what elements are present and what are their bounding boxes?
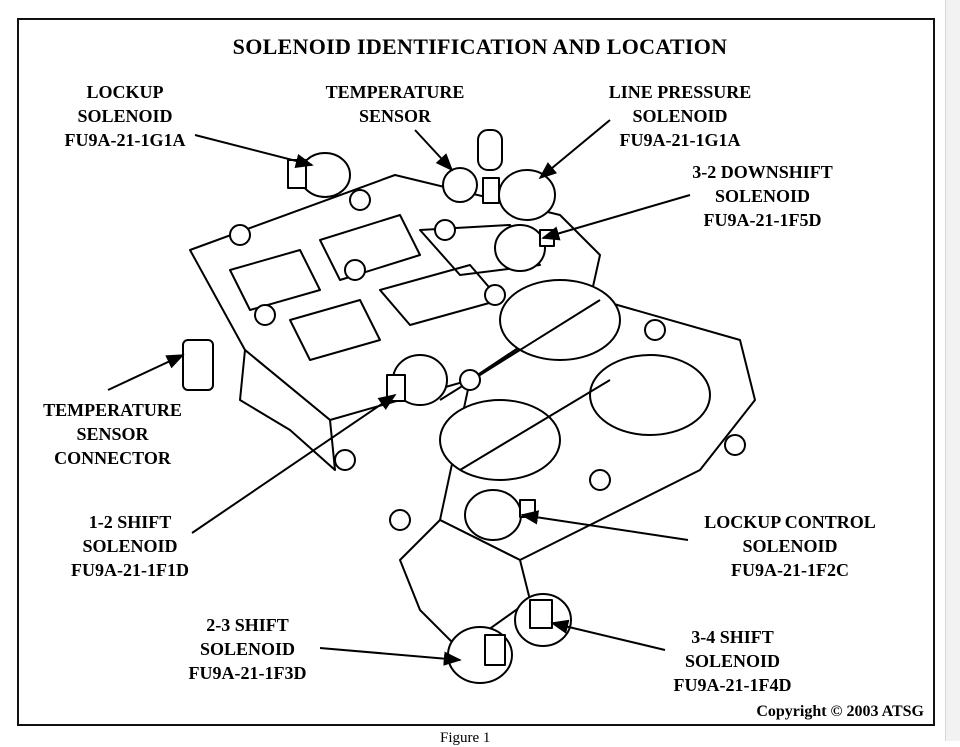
lockup-solenoid-body xyxy=(299,152,351,198)
figure-caption: Figure 1 xyxy=(440,730,491,746)
line-pressure-arrow xyxy=(538,119,611,180)
lockup-solenoid-connector xyxy=(287,159,307,189)
lockup-control-solenoid-body xyxy=(464,489,522,541)
shift-34-arrow xyxy=(550,619,666,651)
temperature-sensor-connector-body xyxy=(182,339,214,391)
temperature-sensor-body xyxy=(442,167,478,203)
downshift-32-solenoid-body xyxy=(494,224,546,272)
temperature-sensor-arrow xyxy=(414,129,454,172)
shift-12-arrow xyxy=(191,393,397,534)
copyright-notice: Copyright © 2003 ATSG xyxy=(756,703,924,720)
diagram-title: SOLENOID IDENTIFICATION AND LOCATION xyxy=(232,34,728,59)
shift-23-arrow xyxy=(319,647,462,666)
scrollbar[interactable] xyxy=(945,0,960,741)
lockup-control-arrow xyxy=(520,510,689,541)
downshift-32-arrow xyxy=(541,194,691,241)
line-pressure-solenoid-body xyxy=(498,169,556,221)
temperature-connector-arrow xyxy=(107,354,185,391)
lockup-arrow xyxy=(194,134,314,168)
